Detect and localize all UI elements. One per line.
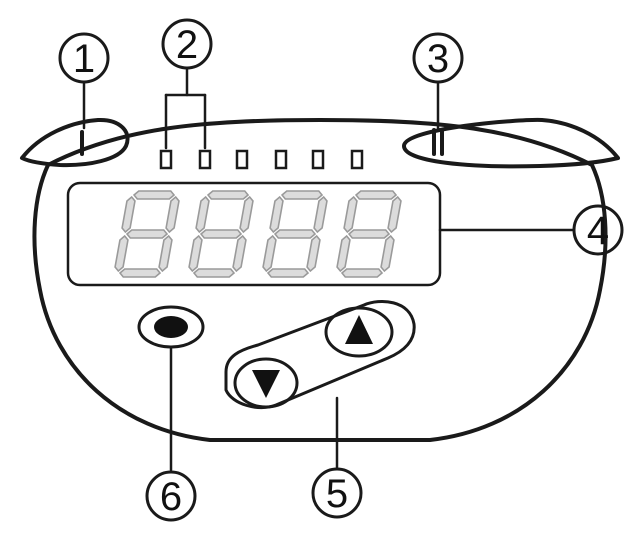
segment-d <box>340 268 384 278</box>
segment-d <box>118 268 162 278</box>
segment-b <box>313 195 328 234</box>
display-digit <box>336 190 402 278</box>
segment-f <box>195 195 210 234</box>
seven-segment-digits <box>114 190 402 278</box>
callout-1: 1 <box>58 32 110 84</box>
callout-circle <box>412 32 464 84</box>
triangle-up-icon <box>345 315 373 344</box>
arrow-buttons-group <box>224 299 416 410</box>
segment-g <box>125 229 169 239</box>
segment-d <box>266 268 310 278</box>
segment-g <box>199 229 243 239</box>
callout-circle <box>572 204 624 256</box>
led-indicator <box>235 149 249 170</box>
segment-e <box>188 234 203 273</box>
segment-a <box>280 190 324 200</box>
callout-number: 6 <box>160 475 182 519</box>
triangle-down-icon <box>252 370 280 398</box>
segment-c <box>232 234 247 273</box>
segment-c <box>380 234 395 273</box>
down-button[interactable] <box>233 357 299 409</box>
callout-circle <box>161 18 213 70</box>
callout-4: 4 <box>572 204 624 256</box>
segment-f <box>121 195 136 234</box>
segment-c <box>306 234 321 273</box>
segment-c <box>158 234 173 273</box>
housing-outline <box>32 118 608 442</box>
callout-circle <box>58 32 110 84</box>
callout-number: 2 <box>176 23 198 67</box>
segment-d <box>192 268 236 278</box>
callout-3: 3 <box>412 32 464 84</box>
segment-a <box>132 190 176 200</box>
segment-e <box>114 234 129 273</box>
segment-b <box>165 195 180 234</box>
callout-6: 6 <box>145 470 197 522</box>
callout-number: 3 <box>427 37 449 81</box>
segment-b <box>387 195 402 234</box>
callout-number: 1 <box>73 37 95 81</box>
segment-a <box>206 190 250 200</box>
filled-oval-icon <box>154 316 188 338</box>
led-indicator <box>311 149 325 170</box>
device-housing <box>20 117 620 442</box>
callout-circle <box>145 470 197 522</box>
callout-circle <box>311 467 363 519</box>
segment-g <box>347 229 391 239</box>
segment-f <box>343 195 358 234</box>
left-ear <box>20 117 130 168</box>
display-digit <box>188 190 254 278</box>
led-indicator <box>159 149 173 170</box>
callout-number: 4 <box>587 209 609 253</box>
right-ear <box>402 117 620 169</box>
segment-g <box>273 229 317 239</box>
segment-e <box>262 234 277 273</box>
display-window <box>66 181 442 287</box>
led-row <box>159 149 364 170</box>
led-indicator <box>274 149 288 170</box>
up-button[interactable] <box>324 306 394 358</box>
callout-2: 2 <box>161 18 213 70</box>
segment-e <box>336 234 351 273</box>
leader-lines <box>82 66 576 472</box>
callout-5: 5 <box>311 467 363 519</box>
led-indicator <box>350 149 364 170</box>
set-button-group <box>137 305 205 349</box>
led-indicator <box>198 149 212 170</box>
display-digit <box>262 190 328 278</box>
display-area <box>66 181 442 287</box>
segment-a <box>354 190 398 200</box>
segment-b <box>239 195 254 234</box>
display-digit <box>114 190 180 278</box>
callout-number: 5 <box>326 472 348 516</box>
segment-f <box>269 195 284 234</box>
